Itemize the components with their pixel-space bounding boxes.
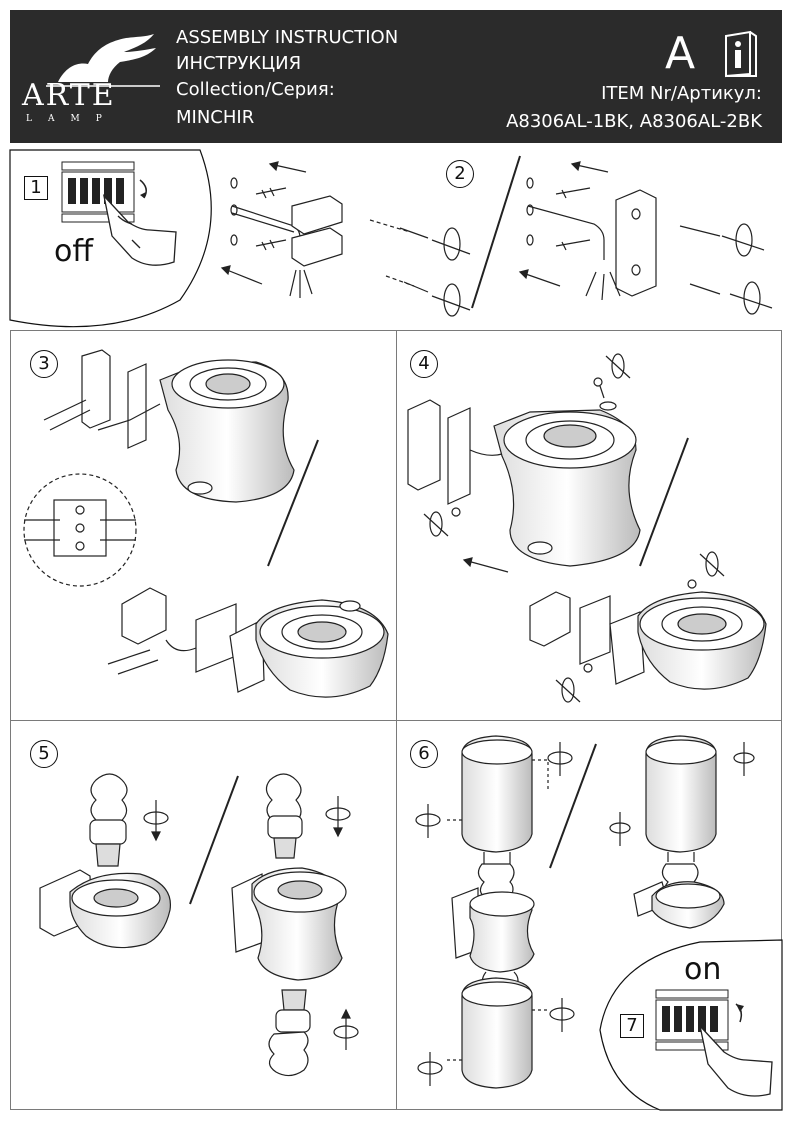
info-book-icon: [725, 30, 757, 78]
step4-mount: [407, 353, 641, 573]
step1-circle-frame: [9, 149, 212, 328]
title-ru: ИНСТРУКЦИЯ: [176, 53, 302, 74]
step4-slash: [639, 437, 689, 567]
step5-bulb-insert: [39, 773, 172, 949]
step5-bulb-double: [231, 773, 359, 1077]
step6-number: 6: [410, 740, 438, 768]
logo-word: ARTE: [22, 78, 116, 113]
step3-terminal-detail: [23, 473, 137, 587]
hand-pointing-icon: [102, 193, 177, 266]
step6-slash: [549, 743, 597, 869]
griffin-logo-icon: [46, 34, 160, 87]
header-bar: ARTE LAMP ASSEMBLY INSTRUCTION ИНСТРУКЦИ…: [10, 10, 782, 143]
step3-slash: [267, 439, 319, 567]
step3-number: 3: [30, 350, 58, 378]
step2-number: 2: [446, 160, 474, 188]
step4-fixture-bottom: [529, 551, 767, 703]
step7-on-label: on: [684, 952, 722, 987]
collection-name: MINCHIR: [176, 107, 255, 128]
step3-fixture-bottom: [107, 587, 389, 698]
divider-vertical: [396, 330, 397, 1110]
step3-wiring: [43, 349, 295, 503]
step7-number: 7: [620, 1014, 644, 1038]
border-left: [10, 330, 11, 1110]
logo-subtitle: LAMP: [26, 114, 118, 124]
step2-wall-mount-left: [220, 161, 471, 317]
item-codes: A8306AL-1BK, A8306AL-2BK: [506, 111, 762, 132]
step4-number: 4: [410, 350, 438, 378]
language-letter: A: [665, 28, 696, 79]
collection-label: Collection/Серия:: [176, 79, 335, 100]
step1-number: 1: [24, 176, 48, 200]
step1-off-label: off: [54, 234, 94, 269]
step5-slash: [189, 775, 239, 905]
breaker-off-icon: [61, 161, 147, 223]
border-bottom: [10, 1109, 782, 1110]
step6-double-assembly: [415, 735, 575, 1089]
step2-slash: [471, 155, 521, 309]
breaker-on-icon: [655, 989, 744, 1051]
step6-single-assembly: [609, 735, 755, 929]
title-en: ASSEMBLY INSTRUCTION: [176, 27, 399, 48]
border-right: [781, 330, 782, 1110]
step2-wall-mount-right: [518, 161, 773, 315]
item-label: ITEM Nr/Артикул:: [601, 83, 762, 104]
hand-on-icon: [698, 1023, 773, 1097]
step5-number: 5: [30, 740, 58, 768]
